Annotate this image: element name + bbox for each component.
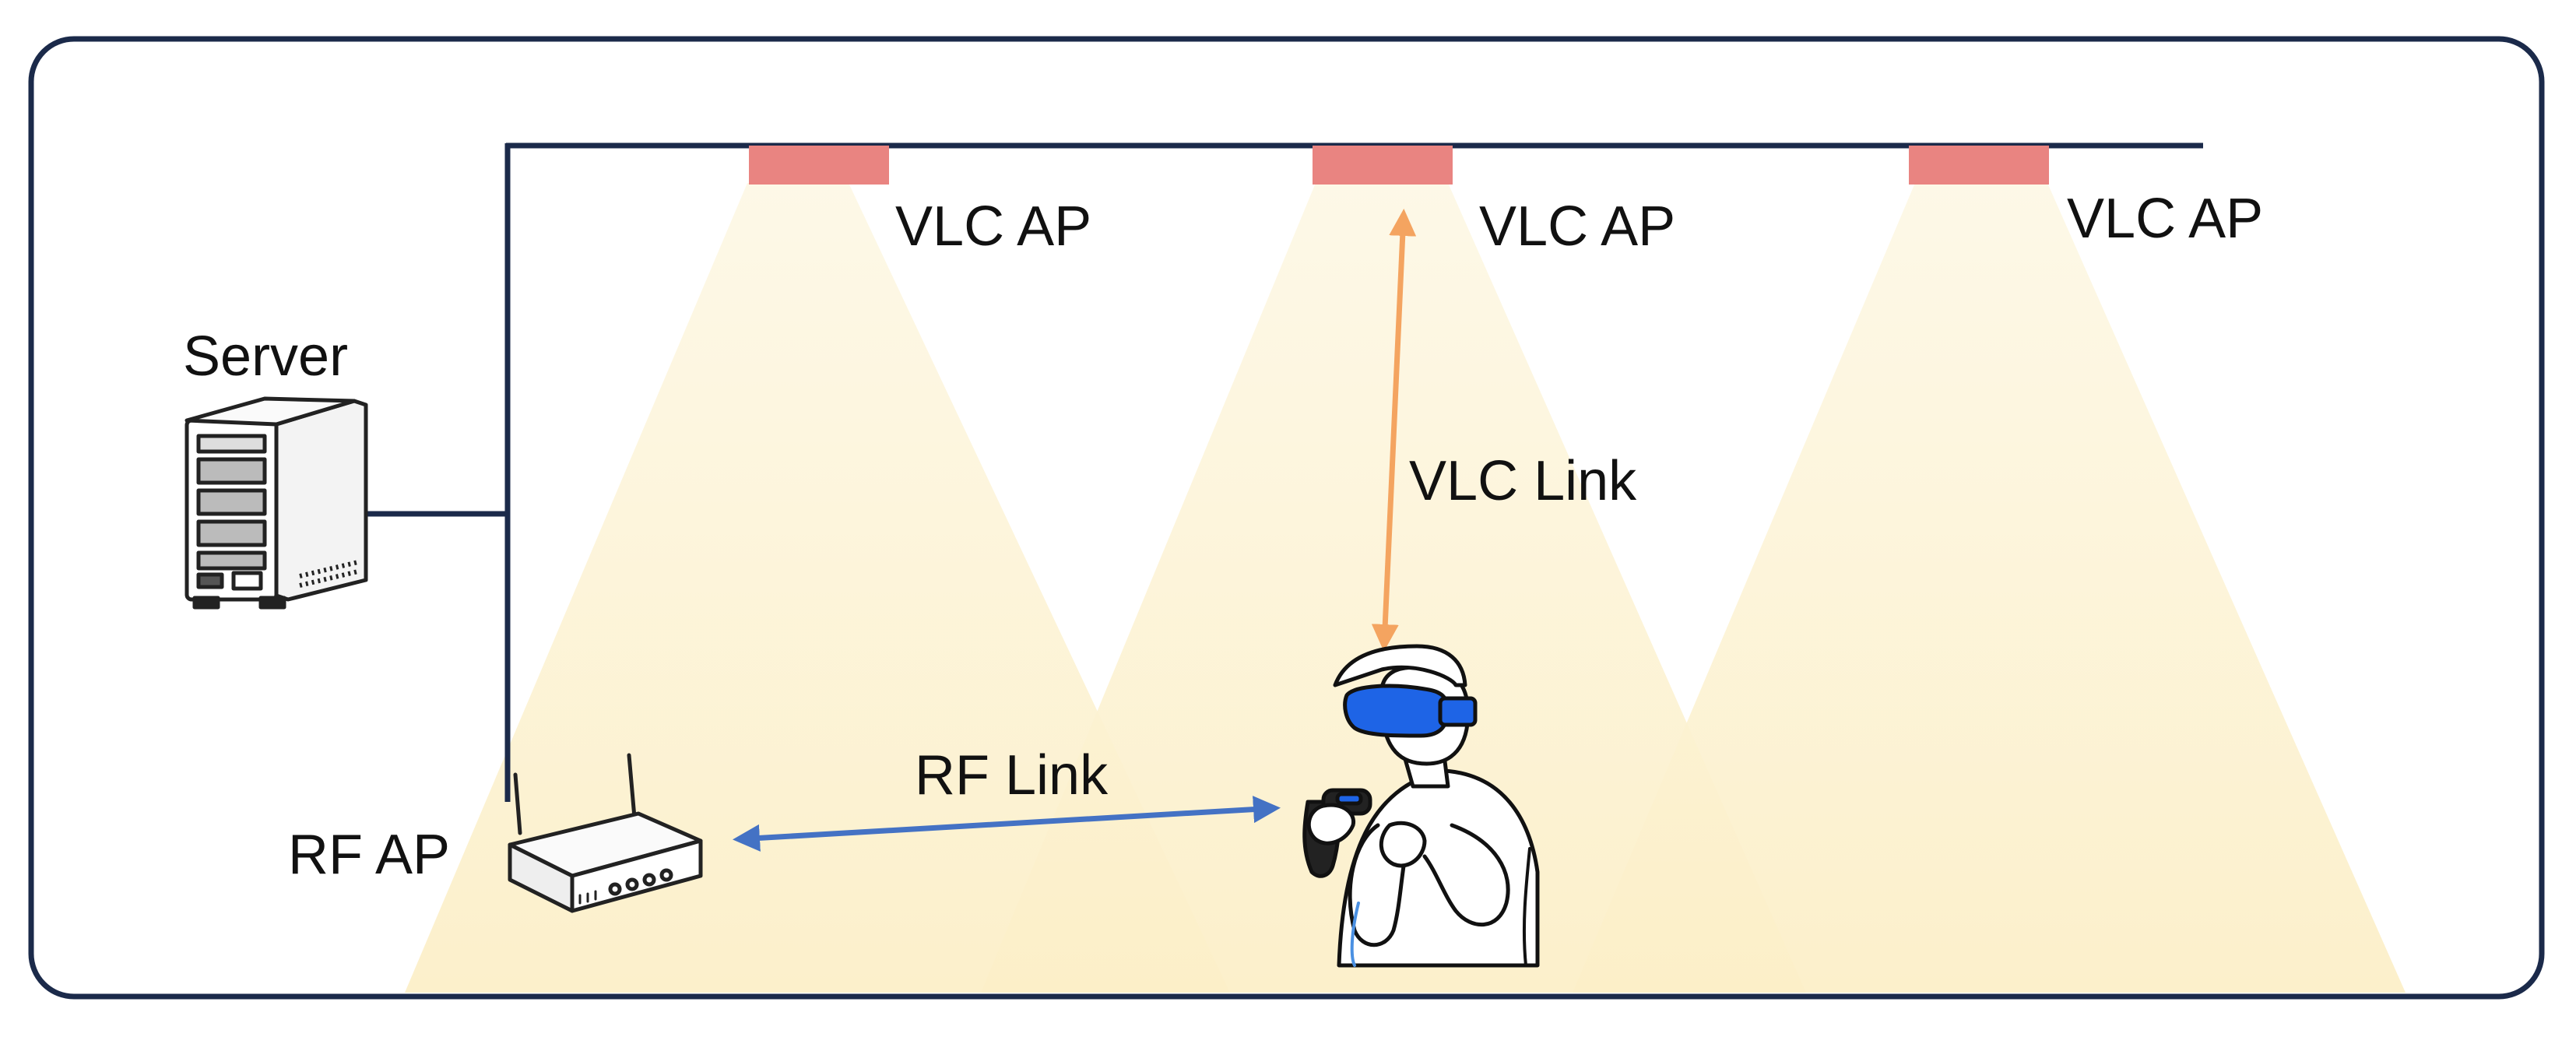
vlc-ap-label-2: VLC AP (1479, 195, 1675, 258)
router-icon (508, 753, 703, 913)
vlc-ap-label-1: VLC AP (895, 195, 1091, 258)
rf-ap-label: RF AP (288, 824, 450, 886)
server-icon (185, 396, 368, 610)
vlc-link-arrow (1371, 209, 1417, 652)
light-cone-1 (405, 183, 1230, 993)
server-label: Server (183, 325, 348, 388)
rf-link-arrow (733, 796, 1281, 852)
vlc-ap-2 (1313, 146, 1453, 185)
vr-user-icon (1302, 644, 1540, 968)
vlc-ap-3 (1909, 146, 2049, 185)
vlc-ap-label-3: VLC AP (2067, 188, 2263, 250)
light-cone-3 (1573, 183, 2406, 993)
rf-link-label: RF Link (915, 744, 1109, 807)
vlc-ap-1 (749, 146, 889, 185)
vlc-link-label: VLC Link (1409, 450, 1637, 512)
